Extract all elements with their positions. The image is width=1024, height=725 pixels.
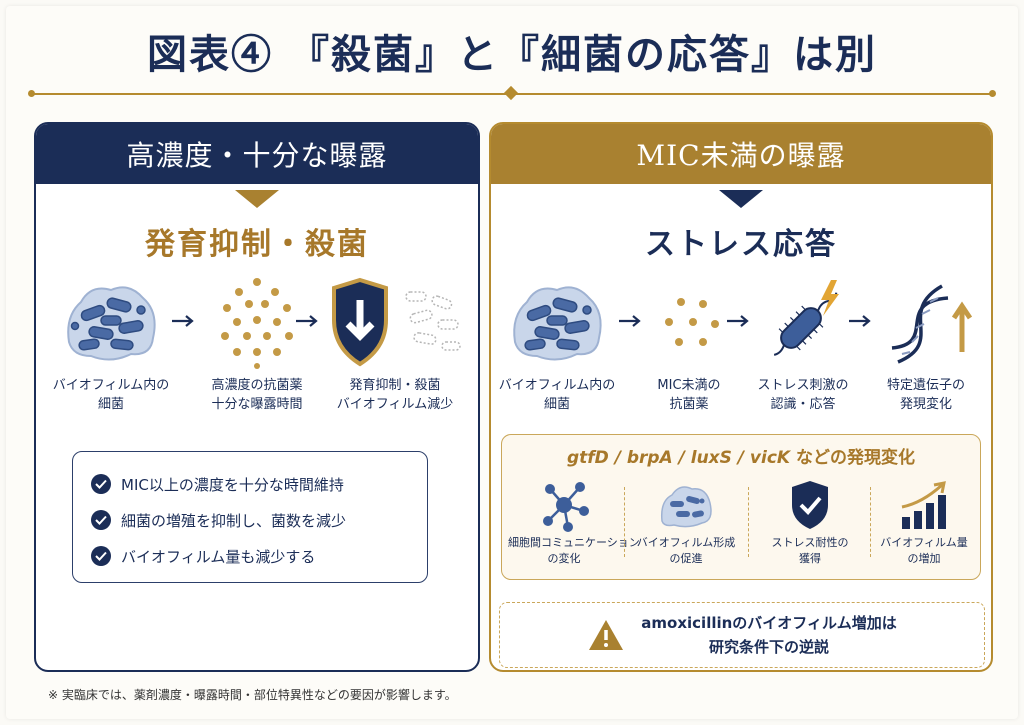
right-step-4-label: 特定遺伝子の発現変化 [886,378,965,412]
right-step-2: MIC未満の抗菌薬 [641,272,737,414]
divider-dot-right [989,90,996,97]
gene-expression-box: gtfD / brpA / luxS / vicK などの発現変化 細胞間コミュ… [501,434,981,580]
biofilm-icon [658,477,714,533]
bacterium-lightning-icon [753,272,853,372]
gene-item-divider [624,487,625,557]
left-step-1-label: バイオフィルム内の細菌 [52,378,170,412]
shield-check-icon [782,477,838,533]
sub-mic-result: ストレス応答 [645,227,837,262]
shield-down-icon [322,272,468,372]
warning-triangle-icon [589,620,624,650]
check-circle-icon [91,546,111,566]
high-exposure-checklist: MIC以上の濃度を十分な時間維持 細菌の増殖を抑制し、菌数を減少 バイオフィルム… [72,451,428,583]
gene-item-label: バイオフィルム量の増加 [880,536,968,565]
check-item: MIC以上の濃度を十分な時間維持 [91,466,409,502]
gene-item-label: バイオフィルム形成の促進 [636,536,736,565]
page-title: 図表④ 『殺菌』と『細菌の応答』は別 [147,31,877,78]
down-triangle-icon [719,190,763,208]
footnote: ※ 実臨床では、薬剤濃度・曝露時間・部位特異性などの要因が影響します。 [48,688,457,702]
right-step-3: ストレス刺激の認識・応答 [747,272,859,414]
biofilm-icon [507,272,607,372]
check-item: 細菌の増殖を抑制し、菌数を減少 [91,502,409,538]
biofilm-icon [61,272,161,372]
network-icon [536,477,592,533]
high-exposure-panel: 高濃度・十分な曝露 発育抑制・殺菌 バイオフィルム内の細菌 [34,122,480,672]
left-step-1: バイオフィルム内の細菌 [46,272,176,414]
gene-item-stress-tolerance: ストレス耐性の獲得 [754,477,866,567]
left-step-3: 発育抑制・殺菌バイオフィルム減少 [322,272,468,414]
gene-item-divider [870,487,871,557]
down-triangle-icon [235,190,279,208]
divider-dot-left [28,90,35,97]
gene-item-label: 細胞間コミュニケーションの変化 [508,536,640,565]
left-step-2: 高濃度の抗菌薬十分な曝露時間 [196,272,318,414]
sub-mic-panel: MIC未満の曝露 ストレス応答 バイオフィルム内の細菌 [489,122,993,672]
gene-item-communication: 細胞間コミュニケーションの変化 [508,477,640,567]
paradox-warning-text: amoxicillinのバイオフィルム増加は研究条件下の逆説 [641,614,897,656]
arrow-right-icon [172,315,194,327]
paradox-warning-box: amoxicillinのバイオフィルム増加は研究条件下の逆説 [499,602,985,668]
arrow-right-icon [296,315,318,327]
left-step-2-label: 高濃度の抗菌薬十分な曝露時間 [211,378,303,412]
check-circle-icon [91,474,111,494]
gene-item-divider [748,487,749,557]
right-step-1: バイオフィルム内の細菌 [497,272,617,414]
high-exposure-result: 発育抑制・殺菌 [145,227,369,262]
right-step-2-label: MIC未満の抗菌薬 [657,378,721,412]
gene-item-biofilm-formation: バイオフィルム形成の促進 [630,477,742,567]
sub-mic-header: MIC未満の曝露 [491,124,991,184]
arrow-right-icon [619,315,641,327]
arrow-right-icon [727,315,749,327]
gene-expression-title: gtfD / brpA / luxS / vicK などの発現変化 [566,448,916,468]
right-step-3-label: ストレス刺激の認識・応答 [757,378,849,412]
arrow-right-icon [849,315,871,327]
dense-particles-icon [207,272,307,372]
sparse-particles-icon [641,272,741,372]
gene-item-biofilm-increase: バイオフィルム量の増加 [868,477,980,567]
check-item: バイオフィルム量も減少する [91,538,409,574]
gene-item-label: ストレス耐性の獲得 [771,536,849,565]
bar-chart-up-icon [896,477,952,533]
dna-up-icon [876,272,976,372]
high-exposure-header: 高濃度・十分な曝露 [36,124,478,184]
right-step-1-label: バイオフィルム内の細菌 [498,378,616,412]
check-circle-icon [91,510,111,530]
left-step-3-label: 発育抑制・殺菌バイオフィルム減少 [336,378,454,412]
right-step-4: 特定遺伝子の発現変化 [871,272,981,414]
